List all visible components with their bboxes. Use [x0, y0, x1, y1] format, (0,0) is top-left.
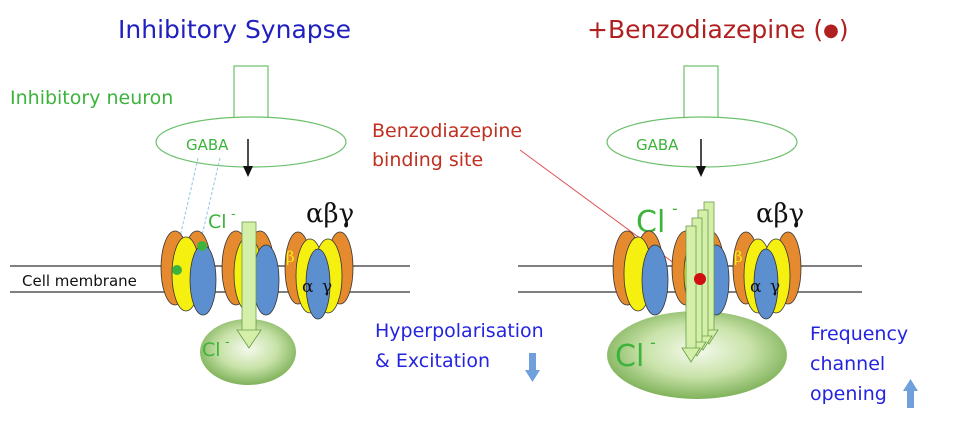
- svg-text:-: -: [231, 207, 236, 222]
- right-effect-line1: Frequency: [810, 323, 908, 345]
- binding-site-label-line2: binding site: [372, 149, 483, 171]
- left-receptor-1: [160, 230, 217, 316]
- binding-site-label-line1: Benzodiazepine: [372, 120, 522, 142]
- svg-text:Cl: Cl: [615, 339, 644, 374]
- left-chloride-flow-arrow: [236, 221, 262, 349]
- right-effect-line3: opening: [810, 383, 887, 405]
- left-presynaptic-ellipse: [155, 116, 347, 168]
- right-subunits-label: αβγ: [756, 199, 804, 229]
- left-axon-terminal: [233, 65, 269, 125]
- left-receptor-3: β α γ: [284, 231, 354, 320]
- right-effect-line2: channel: [810, 353, 885, 375]
- gaba-bound-site: [172, 265, 182, 275]
- left-alpha-label: α: [302, 277, 314, 297]
- left-membrane-label: Cell membrane: [22, 272, 137, 290]
- gaba-bound-site: [197, 241, 207, 251]
- right-cl-inside: Cl -: [615, 333, 656, 374]
- svg-text:Cl: Cl: [202, 339, 221, 361]
- right-receptor-3: β α γ: [732, 231, 802, 320]
- left-effect-line1: Hyperpolarisation: [375, 320, 544, 342]
- right-receptor-1: [612, 230, 669, 316]
- left-leader-line-1: [172, 157, 199, 269]
- blue-up-arrow-icon: [903, 379, 918, 408]
- svg-text:Cl: Cl: [208, 211, 227, 233]
- left-gaba-release-arrow: [243, 139, 253, 177]
- left-title: Inhibitory Synapse: [118, 15, 351, 44]
- right-beta-label: β: [734, 248, 743, 266]
- left-cl-inside: Cl -: [202, 335, 230, 361]
- svg-text:-: -: [650, 333, 656, 352]
- right-title: +Benzodiazepine (●): [587, 15, 849, 44]
- left-beta-label: β: [286, 248, 295, 266]
- left-neuron-label: Inhibitory neuron: [10, 87, 173, 109]
- binding-site-leader-line: [519, 149, 698, 281]
- blue-down-arrow-icon: [525, 353, 540, 382]
- right-alpha-label: α: [750, 277, 762, 297]
- left-cl-top: Cl -: [208, 207, 236, 233]
- benzodiazepine-bound-site: [694, 273, 706, 285]
- left-panel: Inhibitory Synapse Inhibitory neuron GAB…: [10, 15, 544, 385]
- svg-text:-: -: [225, 335, 230, 350]
- left-gaba-label: GABA: [186, 136, 229, 154]
- right-gaba-release-arrow: [696, 139, 706, 177]
- right-axon-terminal: [683, 65, 719, 125]
- left-subunits-label: αβγ: [306, 199, 354, 229]
- right-panel: +Benzodiazepine (●) GABA Benzodiazepine …: [372, 15, 918, 408]
- left-postsynaptic-cell: [200, 319, 296, 385]
- right-cl-top: Cl -: [636, 199, 678, 240]
- right-gaba-label: GABA: [636, 136, 679, 154]
- left-gamma-label: γ: [322, 277, 332, 297]
- right-gamma-label: γ: [770, 277, 780, 297]
- benzodiazepine-dot-icon: ●: [823, 20, 839, 41]
- left-membrane-label-bg: [18, 270, 152, 290]
- svg-text:-: -: [672, 199, 678, 218]
- left-effect-line2: & Excitation: [375, 350, 490, 372]
